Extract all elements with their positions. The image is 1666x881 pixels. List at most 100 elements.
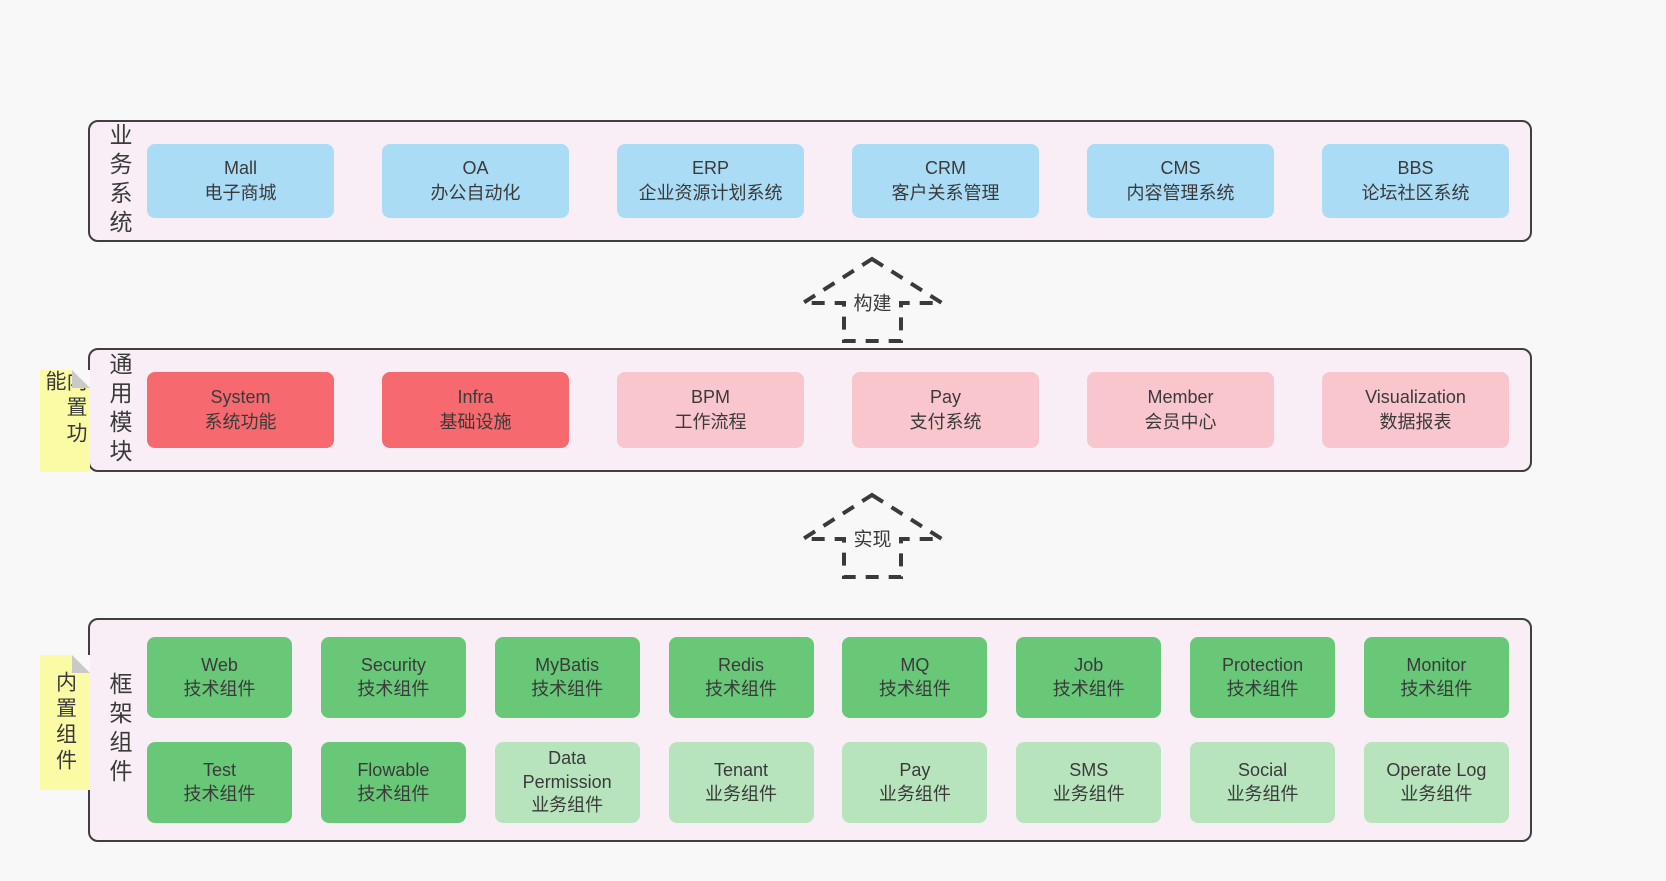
box-name: Infra — [457, 386, 494, 407]
box-desc: 技术组件 — [705, 678, 778, 699]
box-desc: 技术组件 — [183, 783, 256, 804]
box-bbs: BBS 论坛社区系统 — [1322, 144, 1509, 218]
layer-framework-label: 框架组件 — [106, 672, 132, 788]
box-desc: 工作流程 — [674, 412, 747, 432]
box-mall: Mall 电子商城 — [147, 144, 334, 218]
box-desc: 内容管理系统 — [1126, 183, 1235, 203]
box-name: Protection — [1222, 655, 1304, 676]
layer-label-column: 业务系统 — [90, 122, 147, 240]
box-desc: 技术组件 — [357, 678, 430, 699]
box-name: MyBatis — [535, 655, 600, 676]
box-desc: 业务组件 — [878, 783, 951, 804]
builtin-components-note: 内置组件 — [40, 655, 90, 790]
box-name: Social — [1238, 760, 1288, 781]
build-arrow-label: 构建 — [849, 287, 896, 317]
box-name: CRM — [925, 157, 966, 178]
box-name: System — [210, 386, 271, 407]
box-desc: 支付系统 — [909, 412, 982, 432]
box-name: OA — [462, 157, 489, 178]
box-name: MQ — [900, 655, 930, 676]
implement-arrow: 实现 — [800, 492, 945, 580]
box-cms: CMS 内容管理系统 — [1087, 144, 1274, 218]
box-desc: 会员中心 — [1144, 412, 1217, 432]
builtin-components-note-label: 内置组件 — [53, 670, 77, 775]
box-desc: 论坛社区系统 — [1361, 183, 1470, 203]
box-desc: 客户关系管理 — [891, 183, 1000, 203]
implement-arrow-label: 实现 — [849, 523, 896, 553]
box-crm: CRM 客户关系管理 — [852, 144, 1039, 218]
box-desc: 技术组件 — [878, 678, 951, 699]
box-data-permission: Data Permission 业务组件 — [494, 742, 640, 823]
layer-business-label: 业务系统 — [106, 123, 132, 239]
box-desc: 业务组件 — [1400, 783, 1473, 804]
box-desc: 基础设施 — [439, 412, 512, 432]
up-arrow-icon — [800, 256, 945, 343]
box-name: Member — [1147, 386, 1214, 407]
box-name: Operate Log — [1386, 760, 1487, 781]
box-desc: 业务组件 — [531, 795, 604, 816]
box-member: Member 会员中心 — [1087, 372, 1274, 448]
box-infra: Infra 基础设施 — [382, 372, 569, 448]
box-name: Data Permission — [522, 748, 612, 792]
build-arrow: 构建 — [800, 256, 945, 344]
box-name: Redis — [718, 655, 765, 676]
box-pay: Pay 支付系统 — [852, 372, 1039, 448]
box-system: System 系统功能 — [147, 372, 334, 448]
layer-label-column: 框架组件 — [90, 620, 147, 840]
box-name: BBS — [1397, 157, 1434, 178]
builtin-features-note-label: 内置功能 — [43, 370, 87, 448]
box-name: SMS — [1069, 760, 1109, 781]
box-desc: 技术组件 — [1226, 678, 1299, 699]
up-arrow-icon — [800, 492, 945, 579]
box-name: CMS — [1160, 157, 1201, 178]
box-name: Pay — [899, 760, 931, 781]
box-name: Monitor — [1406, 655, 1467, 676]
box-desc: 技术组件 — [183, 678, 256, 699]
box-desc: 企业资源计划系统 — [638, 183, 783, 203]
box-desc: 技术组件 — [1400, 678, 1473, 699]
box-desc: 技术组件 — [357, 783, 430, 804]
box-desc: 系统功能 — [204, 412, 277, 432]
box-name: Test — [202, 760, 236, 781]
box-name: Mall — [223, 157, 257, 178]
box-desc: 电子商城 — [204, 183, 277, 203]
box-desc: 业务组件 — [1226, 783, 1299, 804]
box-name: Visualization — [1365, 386, 1466, 407]
box-desc: 业务组件 — [705, 783, 778, 804]
layer-label-column: 通用模块 — [90, 350, 147, 470]
box-name: Pay — [929, 386, 962, 407]
layer-modules-label: 通用模块 — [106, 352, 132, 468]
box-name: Job — [1074, 655, 1104, 676]
box-name: Security — [360, 655, 426, 676]
box-name: Flowable — [357, 760, 430, 781]
